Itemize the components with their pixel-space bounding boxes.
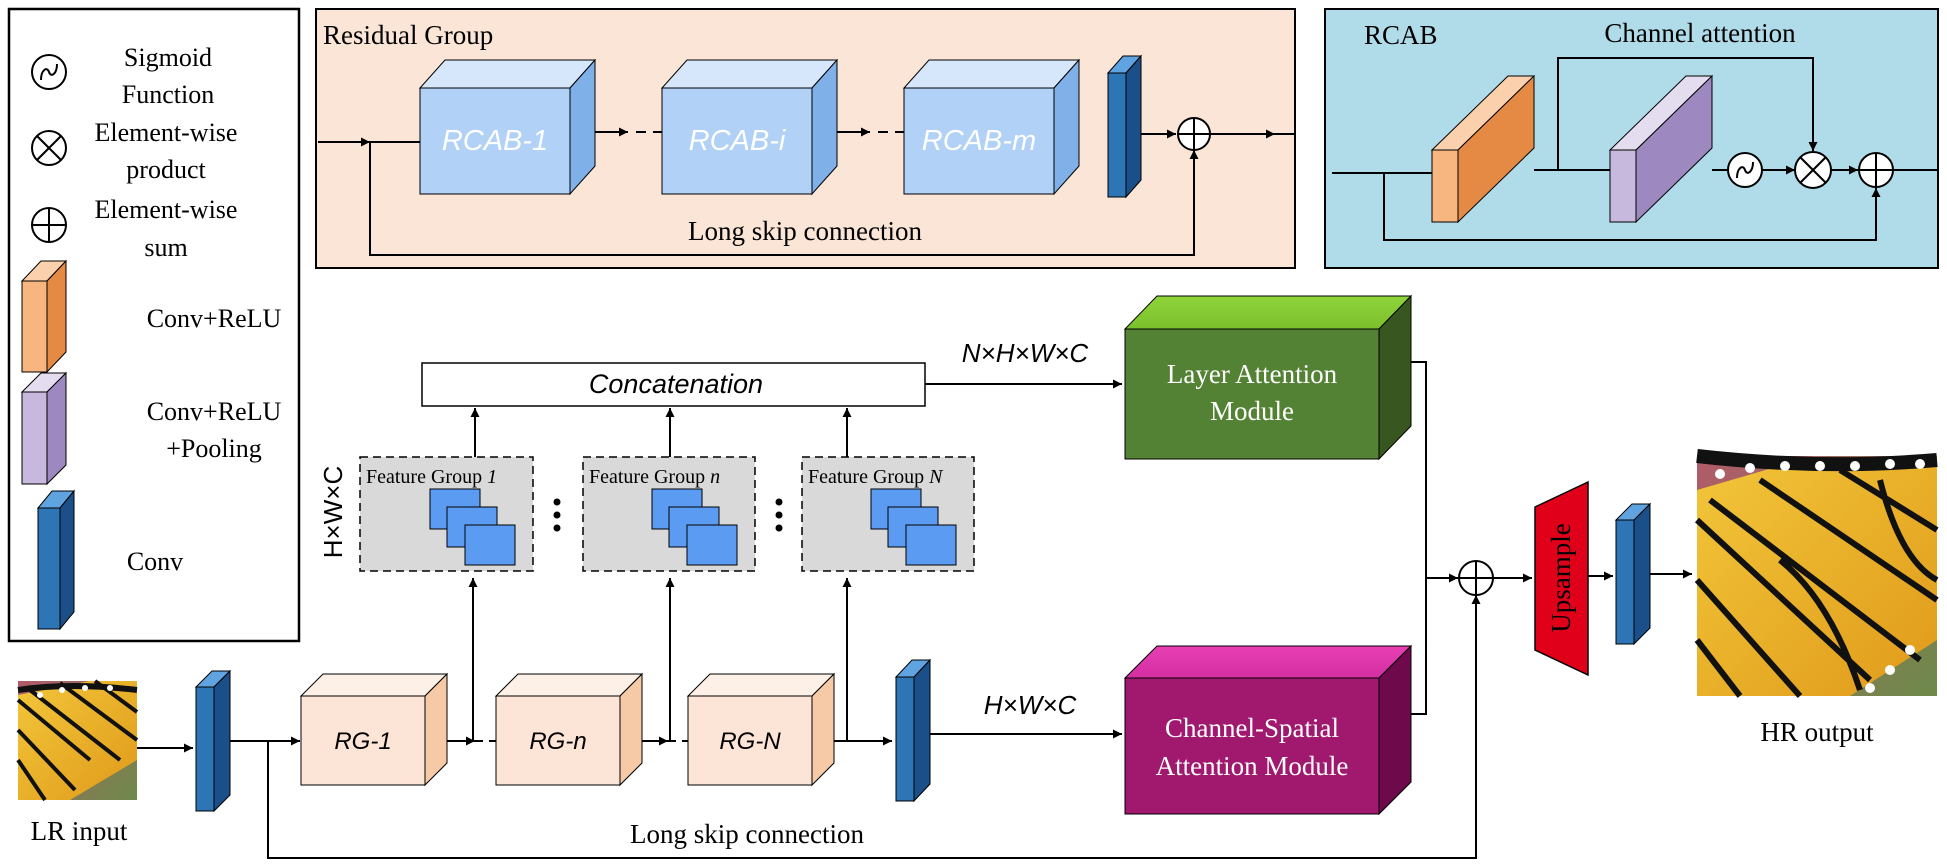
rcab-block-m-label: RCAB-m — [922, 125, 1036, 157]
rcab-sigmoid-icon — [1727, 152, 1763, 188]
lr-input-image — [16, 679, 139, 802]
rcab-block-1-label: RCAB-1 — [442, 125, 548, 157]
final-sum-icon — [1458, 560, 1494, 596]
main-pipeline: LR input RG-1 RG-n — [16, 294, 1939, 859]
legend-conv: Conv — [127, 547, 183, 576]
legend-conv-relu-pool-line2: +Pooling — [166, 434, 262, 463]
rcab-panel: RCAB Channel attention — [1324, 8, 1939, 269]
legend-product-line1: Element-wise — [95, 118, 238, 147]
rg-block-N-label: RG-N — [719, 728, 781, 755]
rcab-block-1: RCAB-1 — [418, 58, 597, 196]
feature-group-1-label: Feature Group 1 — [366, 466, 497, 488]
legend-sigmoid-line1: Sigmoid — [124, 43, 212, 72]
upsample-block: Upsample — [1534, 480, 1589, 677]
rg-sum-icon — [1177, 117, 1211, 151]
rcab-attention-branch-line — [1557, 57, 1818, 170]
residual-group-panel: Residual Group RCAB-1 RCAB-i RCAB-m — [315, 8, 1296, 269]
csam-label-line2: Attention Module — [1156, 751, 1349, 781]
csam-label-line1: Channel-Spatial — [1165, 713, 1339, 743]
lr-input-label: LR input — [31, 816, 128, 846]
conv-icon — [36, 489, 76, 631]
residual-group-title: Residual Group — [323, 20, 493, 50]
main-tail-conv-icon — [894, 658, 932, 803]
legend-sum-line1: Element-wise — [95, 195, 238, 224]
hr-output-image — [1694, 449, 1939, 698]
main-skip-label: Long skip connection — [630, 819, 864, 849]
legend-conv-relu-pool-line1: Conv+ReLU — [147, 397, 282, 426]
conv-relu-pool-icon — [20, 371, 68, 486]
feature-group-n-label: Feature Group n — [589, 466, 720, 488]
legend-conv-relu: Conv+ReLU — [147, 304, 282, 333]
final-conv-icon — [1614, 502, 1652, 646]
main-head-conv-icon — [194, 669, 232, 813]
lam-label-line2: Module — [1210, 396, 1294, 426]
legend-sum-line2: sum — [144, 233, 187, 262]
product-icon — [31, 130, 67, 166]
csam-to-sum-line — [1411, 578, 1427, 715]
rcab-block-i-label: RCAB-i — [689, 125, 787, 157]
feature-group-n: Feature Group n — [582, 456, 756, 572]
rcab-skip-line — [1383, 173, 1881, 241]
rcab-attention-label: Channel attention — [1604, 18, 1796, 48]
rcab-conv-relu-icon — [1430, 74, 1536, 224]
concatenation-label: Concatenation — [589, 369, 763, 399]
sigmoid-icon — [31, 54, 67, 90]
layer-attention-module: Layer Attention Module — [1123, 294, 1413, 461]
channel-spatial-attention-module: Channel-Spatial Attention Module — [1123, 644, 1413, 816]
legend-product-line2: product — [126, 155, 206, 184]
hr-output-label: HR output — [1760, 717, 1874, 747]
lam-label-line1: Layer Attention — [1167, 359, 1338, 389]
feature-group-1: Feature Group 1 — [359, 456, 534, 572]
feature-group-N-label: Feature Group N — [808, 466, 944, 488]
bottom-dim-label: H×W×C — [984, 690, 1077, 720]
upsample-label: Upsample — [1546, 523, 1576, 632]
rg-block-1: RG-1 — [299, 672, 449, 787]
rg-block-N: RG-N — [686, 672, 836, 787]
rcab-conv-relu-pool-icon — [1608, 74, 1714, 224]
legend-panel: Sigmoid Function Element-wise product El… — [7, 7, 301, 643]
conv-relu-icon — [20, 259, 68, 374]
legend-sigmoid-line2: Function — [122, 80, 214, 109]
rcab-sum-icon — [1858, 152, 1894, 188]
rcab-product-icon — [1794, 151, 1832, 189]
feature-group-N: Feature Group N — [801, 456, 975, 572]
rcab-block-m: RCAB-m — [902, 58, 1081, 196]
rg-conv-icon — [1106, 54, 1143, 199]
top-dim-label: N×H×W×C — [962, 338, 1089, 368]
rg-skip-label: Long skip connection — [688, 216, 922, 246]
rg-block-n-label: RG-n — [529, 728, 586, 755]
main-skip-connection-line — [267, 595, 1481, 859]
sum-icon — [31, 207, 67, 243]
rcab-title: RCAB — [1364, 20, 1438, 50]
side-dim-label: H×W×C — [318, 466, 348, 558]
concatenation-box: Concatenation — [421, 362, 926, 407]
rg-block-n: RG-n — [494, 672, 644, 787]
lam-to-sum-line — [1411, 361, 1458, 583]
ellipsis-icon — [553, 498, 783, 532]
rg-skip-connection-line — [369, 142, 1199, 256]
rcab-block-i: RCAB-i — [660, 58, 839, 196]
rg-block-1-label: RG-1 — [334, 728, 391, 755]
